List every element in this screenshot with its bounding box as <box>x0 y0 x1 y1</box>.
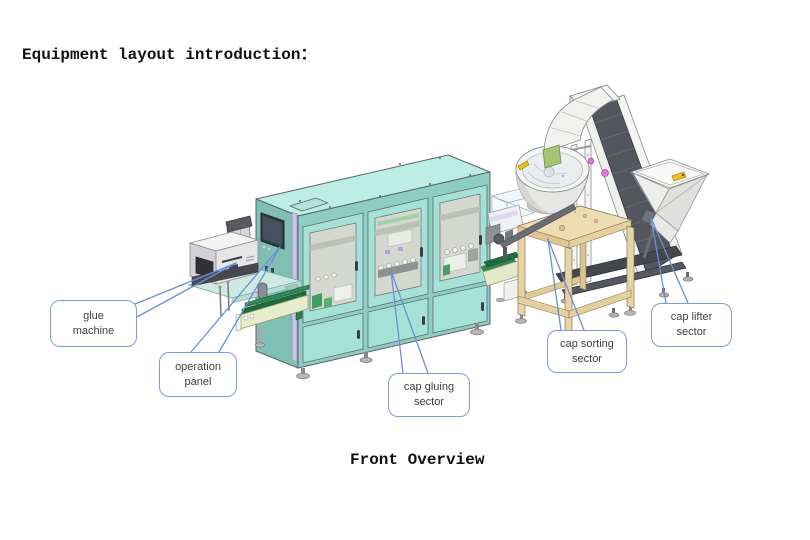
callout-cap-sorting-sector: cap sorting sector <box>547 330 627 373</box>
callout-text: cap lifter <box>670 311 713 324</box>
figure-caption: Front Overview <box>350 451 485 469</box>
callout-text: machine <box>72 324 115 337</box>
main-machine-enclosure <box>255 154 491 380</box>
vibratory-bowl-feeder <box>515 86 614 215</box>
sensor-device <box>257 282 268 300</box>
operation-panel-leader <box>190 246 281 353</box>
callout-text: cap gluing <box>403 381 455 394</box>
callout-text: sector <box>572 352 602 365</box>
callout-text: operation <box>175 360 221 373</box>
page-title: Equipment layout introduction： <box>22 46 317 64</box>
door-handle <box>479 235 482 245</box>
callout-text: cap sorting <box>560 337 614 350</box>
roof-screws <box>299 157 471 208</box>
vent-slot <box>265 266 268 271</box>
callout-text: sector <box>414 396 444 408</box>
panel-button <box>267 247 271 251</box>
cap-duct <box>543 86 614 153</box>
cap-gluing-leader <box>390 270 429 374</box>
door-handle <box>422 316 425 325</box>
duct-sleeve <box>542 144 562 169</box>
door-handle <box>357 330 360 339</box>
glue-machine-leader <box>134 262 237 319</box>
panel-button <box>262 245 266 249</box>
pink-clamp <box>587 157 595 165</box>
door-handle <box>420 247 423 257</box>
callout-text: glue <box>83 309 104 322</box>
callout-text: panel <box>184 375 212 388</box>
door-1 <box>302 212 364 364</box>
operation-panel-screen <box>260 212 285 250</box>
roof-hatch <box>289 197 329 212</box>
bowl-handle <box>517 160 530 171</box>
callout-operation-panel: operation panel <box>159 352 237 397</box>
door-3 <box>432 184 488 334</box>
cap-lifter-leader <box>650 217 689 304</box>
door-2 <box>367 197 429 349</box>
outfeed-conveyor <box>218 280 310 348</box>
pink-clamp <box>601 169 609 177</box>
cap-track <box>499 203 577 260</box>
machine-feet <box>296 324 484 380</box>
cap-sorting-leader <box>547 238 585 331</box>
callout-cap-gluing-sector: cap gluing sector <box>388 373 470 417</box>
vent-slot <box>271 268 274 273</box>
glue-machine-unit <box>187 215 303 304</box>
door-handle <box>481 302 484 311</box>
door-handle <box>355 261 358 271</box>
callout-glue-machine: glue machine <box>50 300 137 347</box>
callout-text: sector <box>676 326 707 338</box>
callout-cap-lifter-sector: cap lifter sector <box>651 303 732 347</box>
